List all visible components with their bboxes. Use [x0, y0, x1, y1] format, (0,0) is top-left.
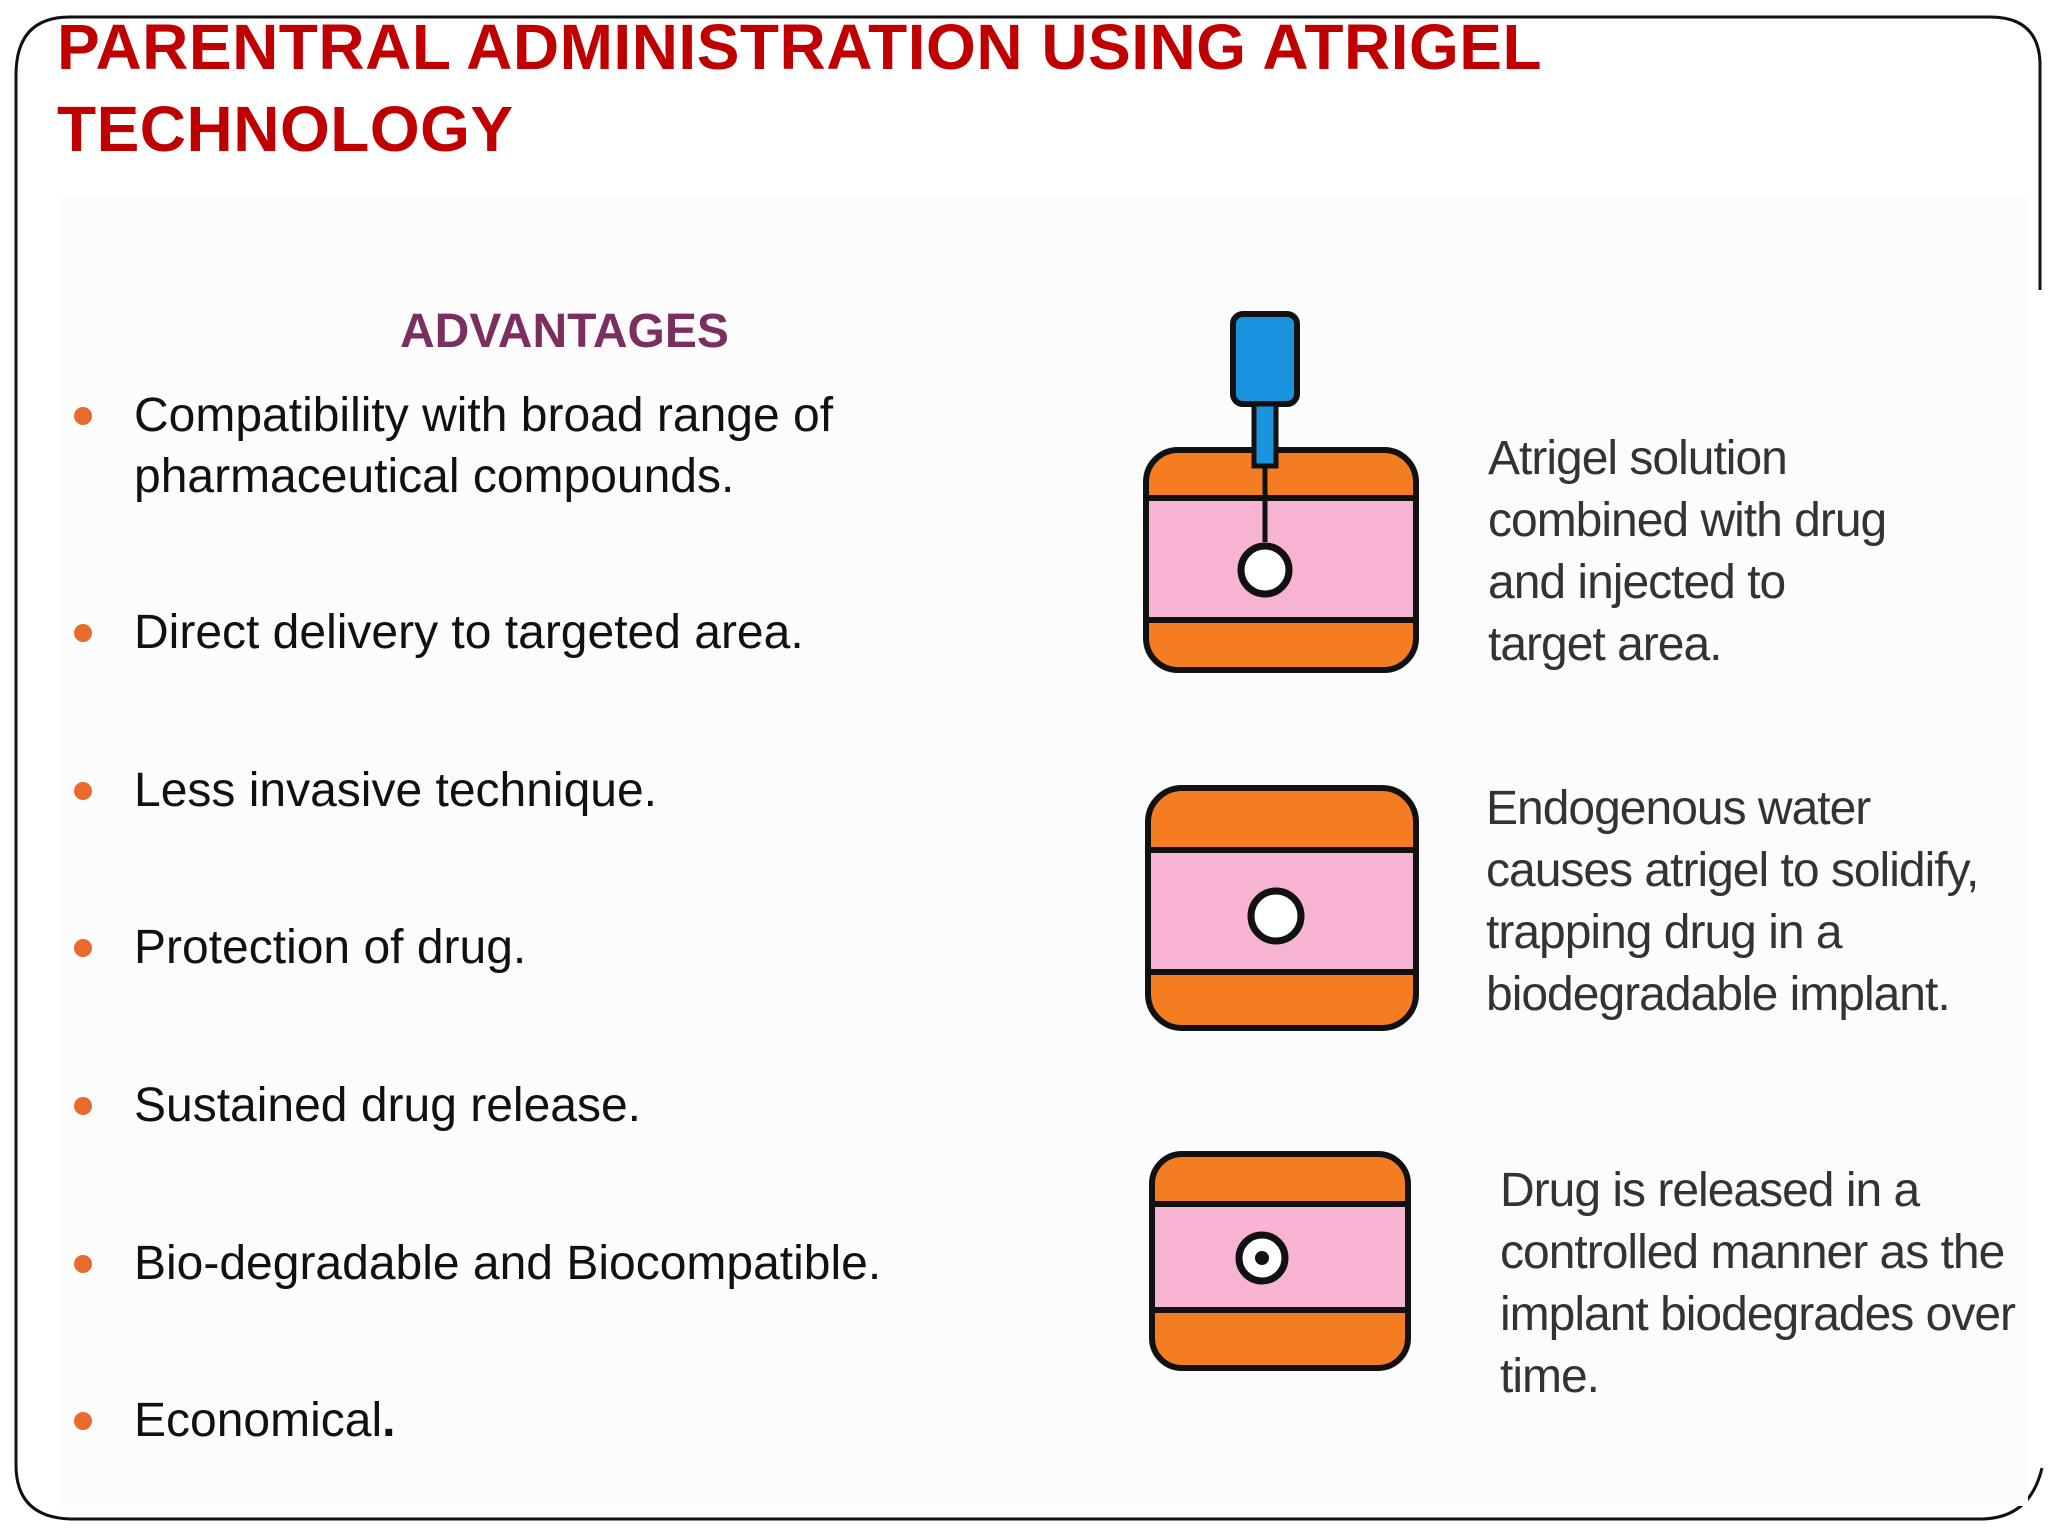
bullet-dot-icon: [74, 624, 92, 642]
list-item-text: Sustained drug release.: [134, 1079, 641, 1132]
slide-title-line-2: TECHNOLOGY: [57, 93, 514, 165]
advantages-heading: ADVANTAGES: [400, 305, 729, 358]
bullet-dot-icon: [74, 1255, 92, 1273]
drug-droplet-icon: [1237, 542, 1293, 598]
list-item-text: Protection of drug.: [134, 921, 527, 974]
caption-line: time.: [1500, 1350, 1600, 1403]
caption-line: Drug is released in a: [1500, 1164, 1920, 1217]
syringe-icon: [1230, 311, 1300, 542]
list-item-text: Compatibility with broad range of pharma…: [134, 389, 834, 503]
degrading-implant-icon: [1235, 1231, 1289, 1285]
caption-line: target area.: [1488, 618, 1722, 671]
bullet-dot-icon: [74, 939, 92, 957]
caption-line: Atrigel solution: [1488, 432, 1788, 485]
bullet-dot-icon: [74, 1412, 92, 1430]
stage-1-caption: Atrigel solution combined with drug and …: [1488, 428, 1887, 676]
caption-line: and injected to: [1488, 556, 1786, 609]
stage-3-release-diagram: [1149, 1151, 1411, 1371]
list-item-text: Direct delivery to targeted area.: [134, 606, 804, 659]
caption-line: controlled manner as the: [1500, 1226, 2005, 1279]
bullet-dot-icon: [74, 407, 92, 425]
bullet-dot-icon: [74, 1097, 92, 1115]
stage-1-injection-diagram: [1143, 311, 1419, 673]
stage-2-caption: Endogenous water causes atrigel to solid…: [1486, 778, 1979, 1026]
caption-line: causes atrigel to solidify,: [1486, 844, 1979, 897]
list-item-text: Bio-degradable and Biocompatible.: [134, 1237, 882, 1290]
implant-icon: [1247, 887, 1305, 945]
list-item-main: Economical: [134, 1394, 383, 1447]
content-panel: [60, 196, 2028, 1506]
slide-title: PARENTRAL ADMINISTRATION USING ATRIGEL T…: [57, 6, 1757, 170]
stage-2-solidify-diagram: [1145, 785, 1419, 1031]
stage-3-caption: Drug is released in a controlled manner …: [1500, 1160, 2016, 1408]
caption-line: combined with drug: [1488, 494, 1887, 547]
caption-line: implant biodegrades over: [1500, 1288, 2016, 1341]
slide-title-line-1: PARENTRAL ADMINISTRATION USING ATRIGEL: [57, 11, 1543, 83]
list-item-text: Economical.: [134, 1390, 994, 1451]
bullet-dot-icon: [74, 782, 92, 800]
list-item-period: .: [382, 1394, 396, 1447]
caption-line: biodegradable implant.: [1486, 968, 1951, 1021]
caption-line: trapping drug in a: [1486, 906, 1843, 959]
list-item-text: Less invasive technique.: [134, 764, 657, 817]
caption-line: Endogenous water: [1486, 782, 1871, 835]
